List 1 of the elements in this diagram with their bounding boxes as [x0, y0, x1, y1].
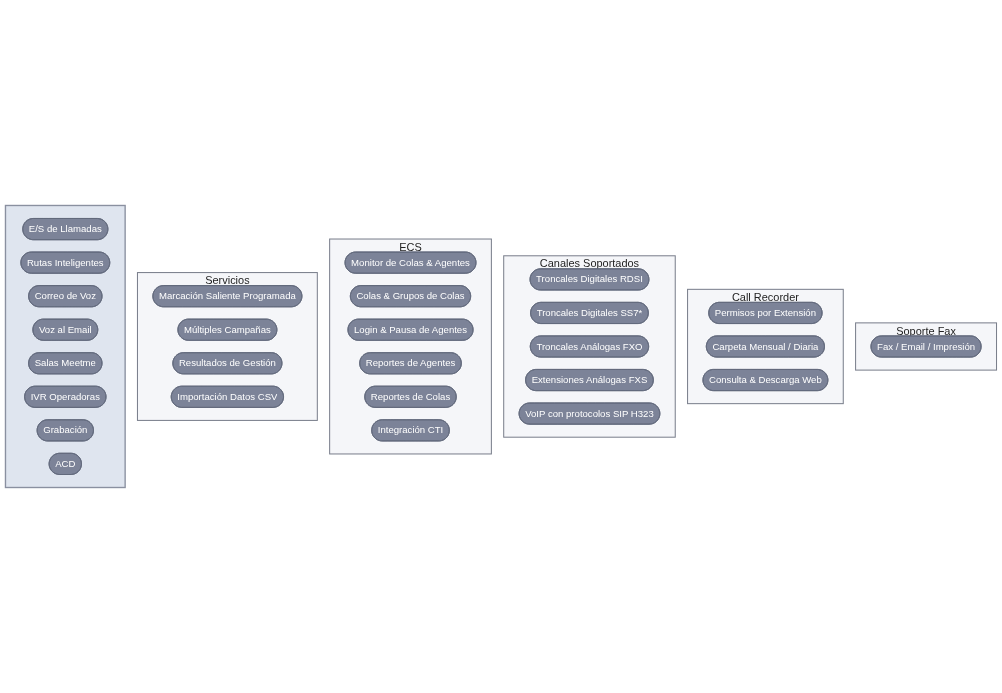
- cluster: [4, 204, 126, 489]
